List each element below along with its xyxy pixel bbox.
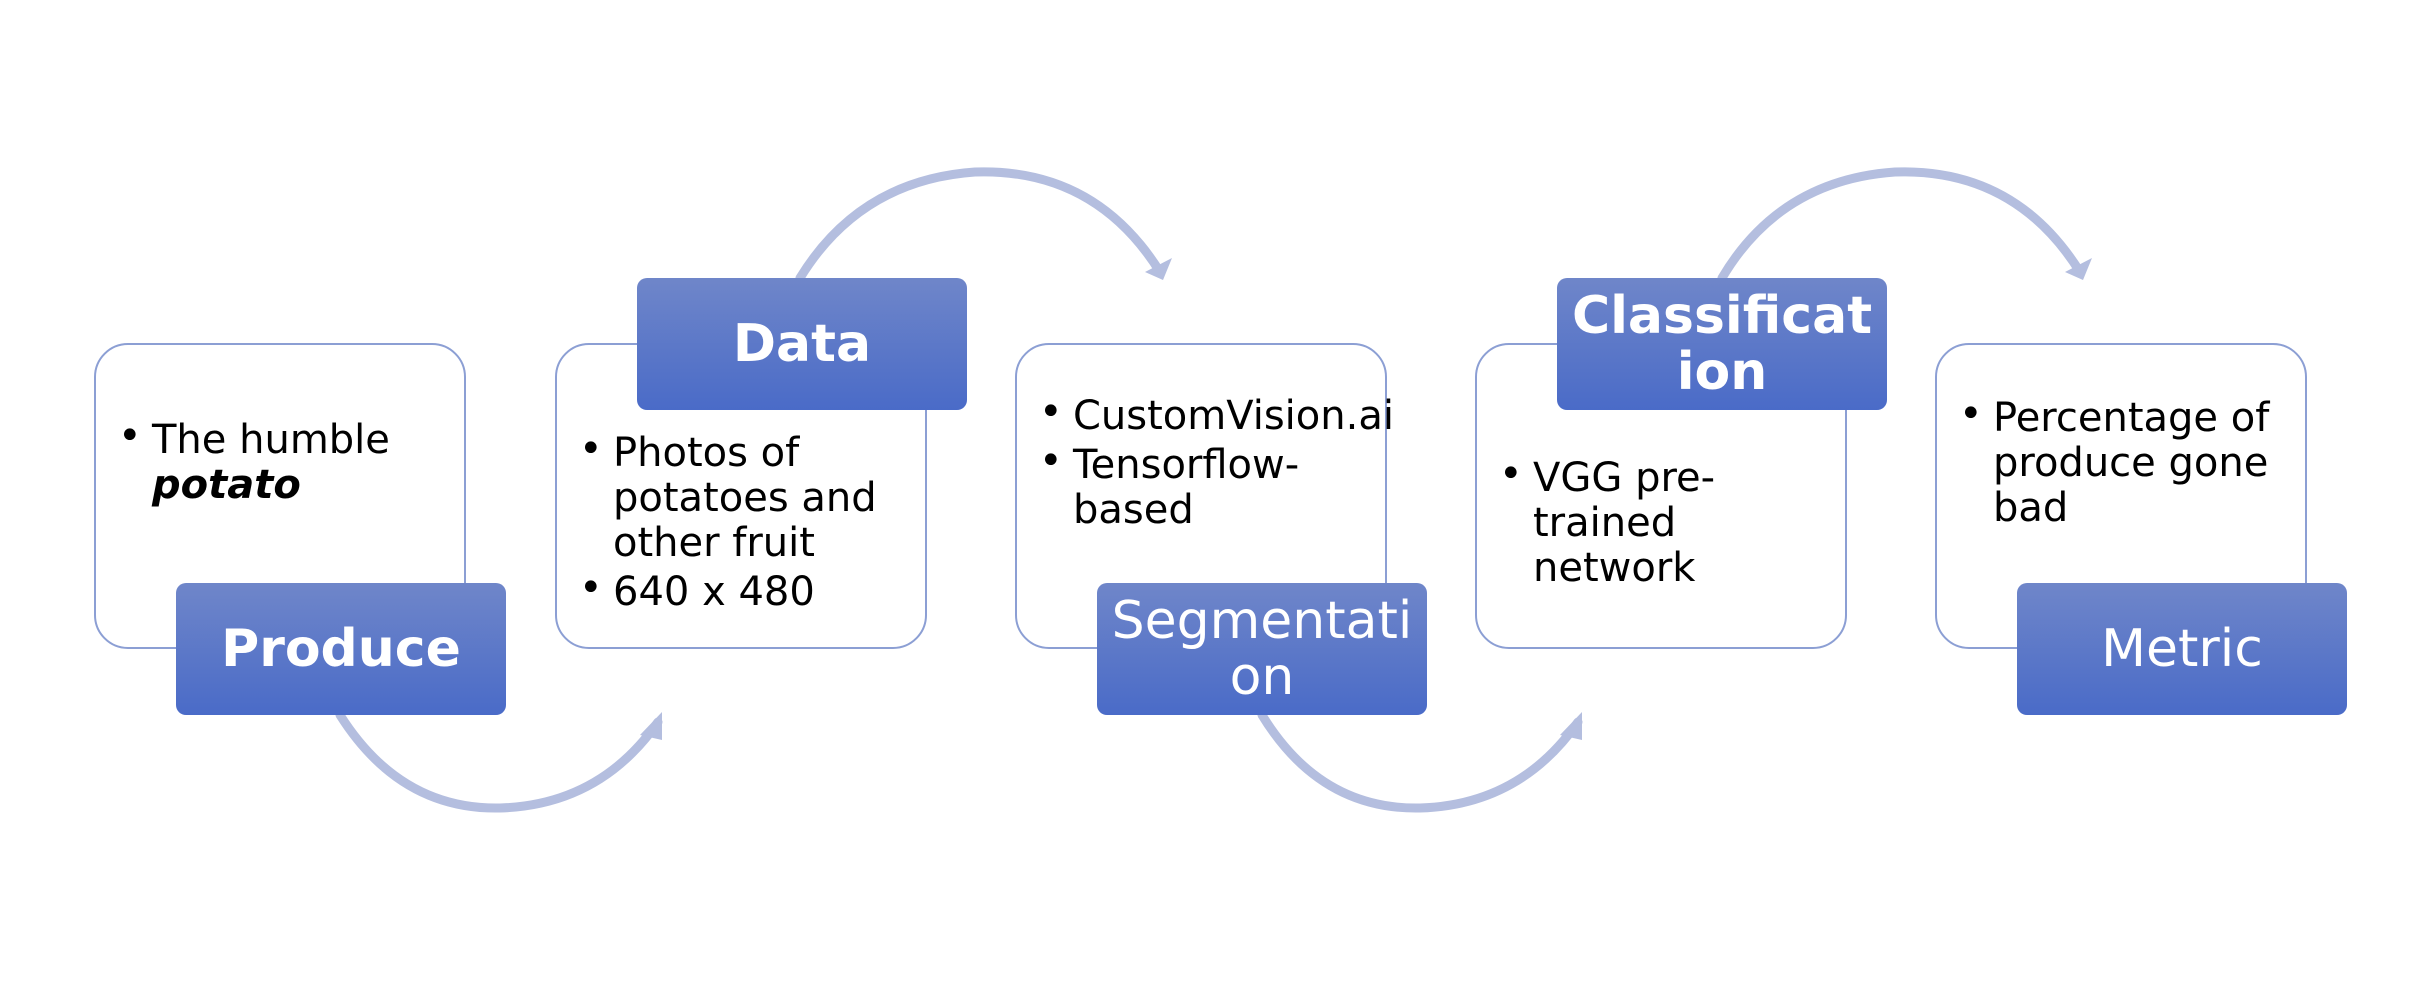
step-label-segmentation: Segmentation	[1097, 583, 1427, 715]
bullet-item: Tensorflow-based	[1037, 439, 1365, 533]
arrow-classification-to-metric	[1717, 167, 2085, 283]
arrowhead-1	[640, 712, 662, 740]
arrow-produce-to-data	[335, 710, 663, 813]
bullet-list: VGG pre-trained network	[1497, 452, 1825, 595]
step-label-data: Data	[637, 278, 967, 410]
bullet-item: The humble potato	[116, 414, 444, 508]
bullet-item: VGG pre-trained network	[1497, 452, 1825, 591]
arrowhead-2	[1145, 258, 1172, 280]
arrowhead-4	[2065, 258, 2092, 280]
emphasis-text: potato	[152, 462, 301, 508]
bullet-list: The humble potato	[116, 414, 444, 512]
bullet-list: Photos of potatoes and other fruit 640 x…	[577, 427, 905, 619]
step-label-metric: Metric	[2017, 583, 2347, 715]
bullet-list: CustomVision.ai Tensorflow-based	[1037, 390, 1394, 537]
bullet-item: CustomVision.ai	[1037, 390, 1394, 439]
step-label-produce: Produce	[176, 583, 506, 715]
arrowhead-3	[1560, 712, 1582, 740]
bullet-item: 640 x 480	[577, 566, 905, 615]
bullet-item: Percentage of produce gone bad	[1957, 392, 2285, 531]
arrow-data-to-segmentation	[795, 167, 1165, 283]
arrow-segmentation-to-classification	[1257, 710, 1583, 813]
bullet-item: Photos of potatoes and other fruit	[577, 427, 905, 566]
step-label-classification: Classification	[1557, 278, 1887, 410]
bullet-list: Percentage of produce gone bad	[1957, 392, 2285, 535]
